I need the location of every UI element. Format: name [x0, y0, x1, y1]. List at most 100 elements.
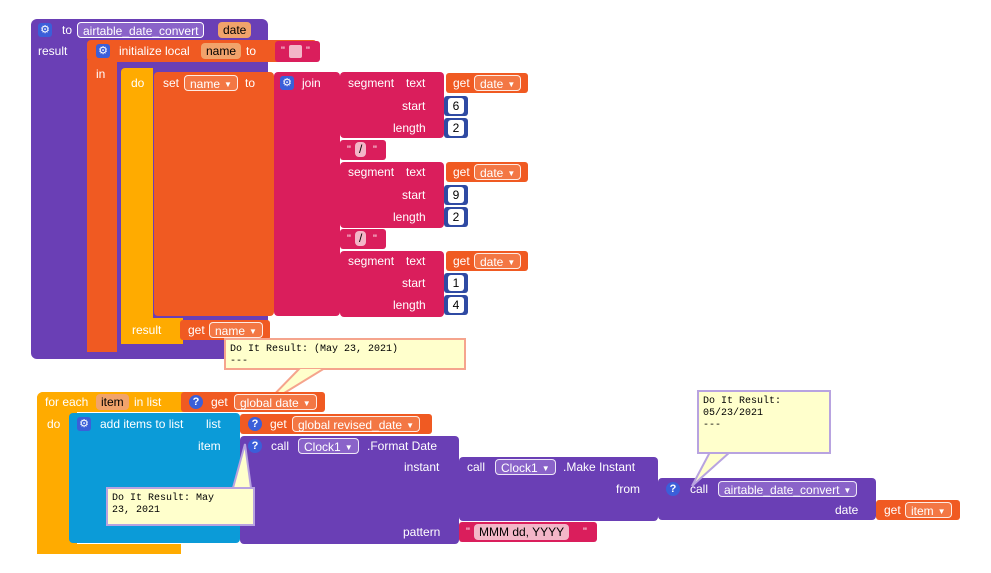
do-it-result-tooltip: Do It Result: (May 23, 2021) ---	[224, 338, 466, 370]
length-value[interactable]: 2	[448, 120, 464, 136]
help-icon[interactable]: ?	[666, 482, 680, 496]
tooltip-connector	[691, 451, 733, 487]
date-var-dropdown[interactable]: date▼	[474, 164, 522, 180]
segment-label: segment	[348, 76, 395, 90]
do-it-result-tooltip: Do It Result: May 23, 2021	[106, 487, 255, 526]
initialize-local-body	[87, 60, 117, 352]
for-each-footer	[37, 544, 181, 554]
format-date-block[interactable]	[240, 436, 459, 544]
chevron-down-icon: ▼	[302, 399, 311, 408]
segment-block-2[interactable]	[340, 162, 444, 228]
call-label: call	[690, 482, 709, 496]
quote-close: "	[306, 45, 310, 57]
segment-block-3[interactable]	[340, 251, 444, 317]
set-to-label: to	[245, 76, 256, 90]
quote-close: "	[373, 233, 377, 245]
item-label: item	[198, 439, 221, 453]
list-label: list	[206, 417, 221, 431]
get-label: get	[453, 165, 470, 179]
length-value[interactable]: 2	[448, 209, 464, 225]
do-label: do	[131, 76, 145, 90]
set-var-dropdown[interactable]: name▼	[184, 75, 238, 91]
to-label: to	[62, 23, 73, 37]
text-label: text	[406, 76, 426, 90]
gear-icon[interactable]: ⚙	[96, 44, 110, 58]
from-label: from	[616, 482, 640, 496]
set-block[interactable]	[154, 72, 274, 316]
gear-icon[interactable]: ⚙	[280, 76, 294, 90]
result2-label: result	[132, 323, 162, 337]
help-icon[interactable]: ?	[248, 417, 262, 431]
length-value[interactable]: 4	[448, 297, 464, 313]
local-name-field[interactable]: name	[201, 43, 242, 59]
set-label: set	[163, 76, 180, 90]
get-label: get	[884, 503, 901, 517]
chevron-down-icon: ▼	[843, 486, 852, 495]
quote-open: "	[466, 526, 470, 538]
pattern-value[interactable]: MMM dd, YYYY	[474, 524, 570, 540]
segment-block-1[interactable]	[340, 72, 444, 138]
instant-label: instant	[404, 460, 440, 474]
item-var-dropdown[interactable]: item▼	[905, 502, 952, 518]
start-label: start	[402, 276, 426, 290]
segment-label: segment	[348, 254, 395, 268]
empty-text-value[interactable]	[289, 45, 302, 58]
tooltip-connector	[231, 443, 253, 489]
procedure-dropdown[interactable]: airtable_date_convert▼	[718, 481, 858, 497]
help-icon[interactable]: ?	[189, 395, 203, 409]
name-var-dropdown[interactable]: name▼	[209, 322, 263, 338]
in-label: in	[96, 67, 106, 81]
get-label: get	[211, 395, 228, 409]
quote-open: "	[281, 45, 285, 57]
do-block[interactable]	[121, 68, 153, 344]
item-var-field[interactable]: item	[96, 394, 129, 410]
length-label: length	[393, 121, 426, 135]
chevron-down-icon: ▼	[406, 421, 414, 430]
help-icon[interactable]: ?	[248, 439, 262, 453]
format-date-label: .Format Date	[367, 439, 438, 453]
chevron-down-icon: ▼	[344, 443, 353, 452]
revised-date-dropdown[interactable]: global revised_date▼	[292, 416, 420, 432]
add-items-label: add items to list	[100, 417, 184, 431]
initialize-label: initialize local	[119, 44, 190, 58]
text-label: text	[406, 254, 426, 268]
get-label: get	[188, 323, 205, 337]
date-var-dropdown[interactable]: date▼	[474, 75, 522, 91]
get-label: get	[453, 254, 470, 268]
call-label: call	[271, 439, 290, 453]
chevron-down-icon: ▼	[249, 327, 257, 336]
date-var-dropdown[interactable]: date▼	[474, 253, 522, 269]
chevron-down-icon: ▼	[507, 258, 516, 267]
call-label: call	[467, 460, 486, 474]
global-date-dropdown[interactable]: global date▼	[234, 394, 317, 410]
length-label: length	[393, 210, 426, 224]
result-label: result	[38, 44, 68, 58]
procedure-name-field[interactable]: airtable_date_convert	[77, 22, 205, 38]
join-block[interactable]	[274, 72, 340, 316]
to2-label: to	[246, 44, 257, 58]
slash-value[interactable]: /	[355, 142, 367, 157]
make-instant-block[interactable]	[459, 457, 658, 521]
gear-icon[interactable]: ⚙	[77, 417, 91, 431]
start-label: start	[402, 188, 426, 202]
start-value[interactable]: 9	[448, 187, 464, 203]
clock1-dropdown[interactable]: Clock1▼	[495, 459, 556, 475]
in-list-label: in list	[134, 395, 162, 409]
length-label: length	[393, 298, 426, 312]
start-label: start	[402, 99, 426, 113]
start-value[interactable]: 6	[448, 98, 464, 114]
chevron-down-icon: ▼	[541, 464, 550, 473]
start-value[interactable]: 1	[448, 275, 464, 291]
do-label: do	[47, 417, 61, 431]
quote-close: "	[583, 526, 587, 538]
pattern-label: pattern	[403, 525, 441, 539]
param-date[interactable]: date	[218, 22, 252, 38]
slash-value[interactable]: /	[355, 231, 367, 246]
date-label: date	[835, 503, 859, 517]
get-label: get	[453, 76, 470, 90]
chevron-down-icon: ▼	[224, 80, 232, 89]
for-each-label: for each	[45, 395, 89, 409]
gear-icon[interactable]: ⚙	[38, 23, 52, 37]
get-label: get	[270, 417, 287, 431]
clock1-dropdown[interactable]: Clock1▼	[298, 438, 359, 454]
